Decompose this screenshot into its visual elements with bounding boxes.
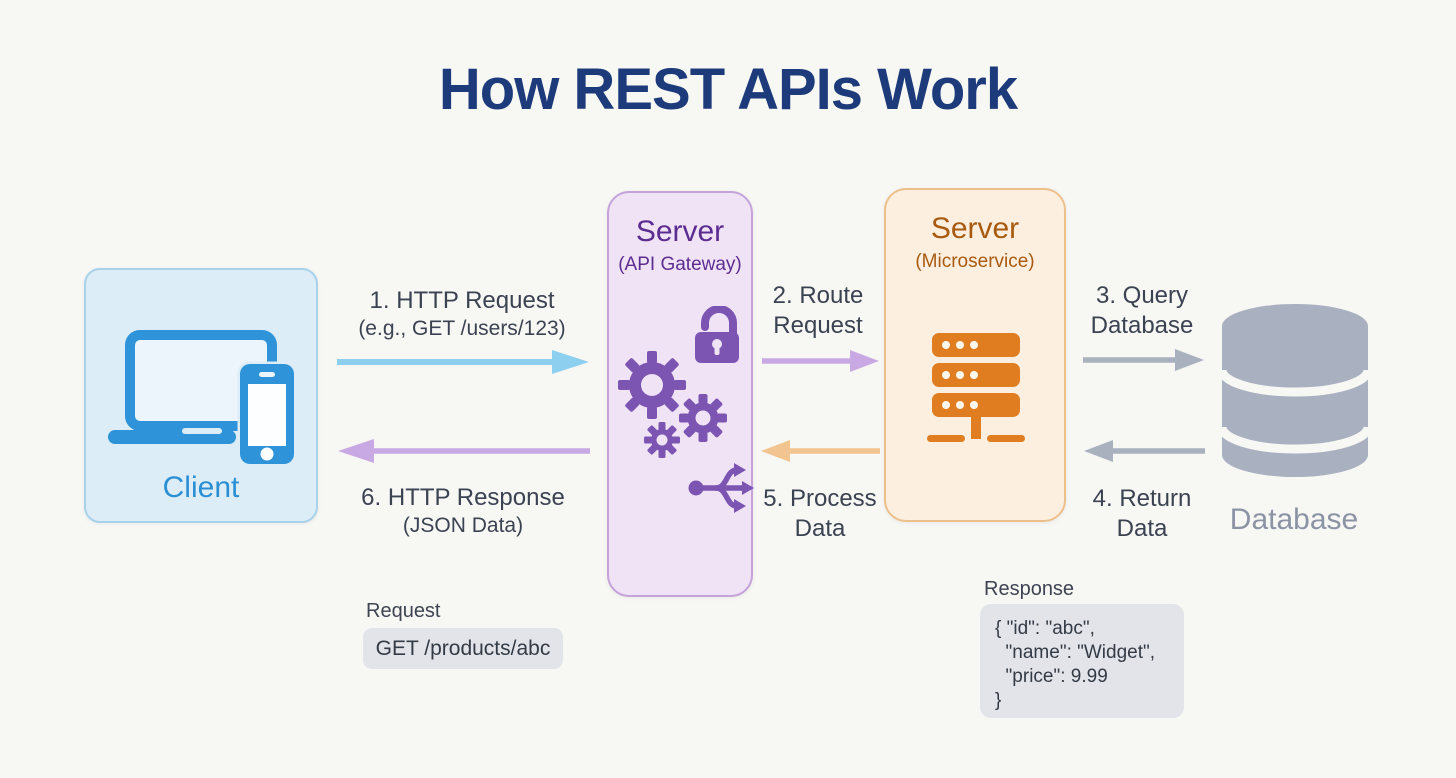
database-cylinder-icon — [1220, 304, 1370, 477]
step-1-label: 1. HTTP Request (e.g., GET /users/123) — [358, 287, 566, 341]
step-4-label: 4. Return Data — [1092, 485, 1192, 543]
route-branch-icon — [688, 463, 754, 513]
page-title: How REST APIs Work — [438, 57, 1018, 122]
arrow-route-request — [762, 350, 879, 372]
step-2-label: 2. Route Request — [772, 282, 864, 340]
step-6-label: 6. HTTP Response (JSON Data) — [361, 484, 565, 538]
arrow-http-response — [338, 439, 590, 463]
client-devices-icon — [108, 330, 297, 467]
microservice-title: Server — [930, 212, 1020, 245]
unlocked-padlock-icon — [695, 306, 739, 363]
arrow-query-database — [1083, 349, 1204, 371]
step-3-label: 3. Query Database — [1090, 282, 1194, 340]
gears-icon — [618, 351, 727, 458]
microservice-subtitle: (Microservice) — [915, 251, 1035, 272]
response-code-box: { "id": "abc", "name": "Widget", "price"… — [980, 604, 1184, 718]
server-rack-icon — [927, 333, 1025, 442]
arrow-http-request — [337, 350, 589, 374]
client-box: Client — [84, 268, 318, 523]
request-code-box: GET /products/abc — [363, 628, 563, 669]
request-panel-label: Request — [366, 600, 441, 622]
gateway-subtitle: (API Gateway) — [618, 254, 742, 275]
database-label: Database — [1229, 503, 1359, 536]
client-label: Client — [162, 471, 240, 504]
arrow-process-data — [761, 440, 880, 462]
response-panel-label: Response — [984, 578, 1075, 600]
step-5-label: 5. Process Data — [763, 485, 877, 543]
gateway-title: Server — [635, 215, 725, 248]
arrow-return-data — [1084, 440, 1205, 462]
